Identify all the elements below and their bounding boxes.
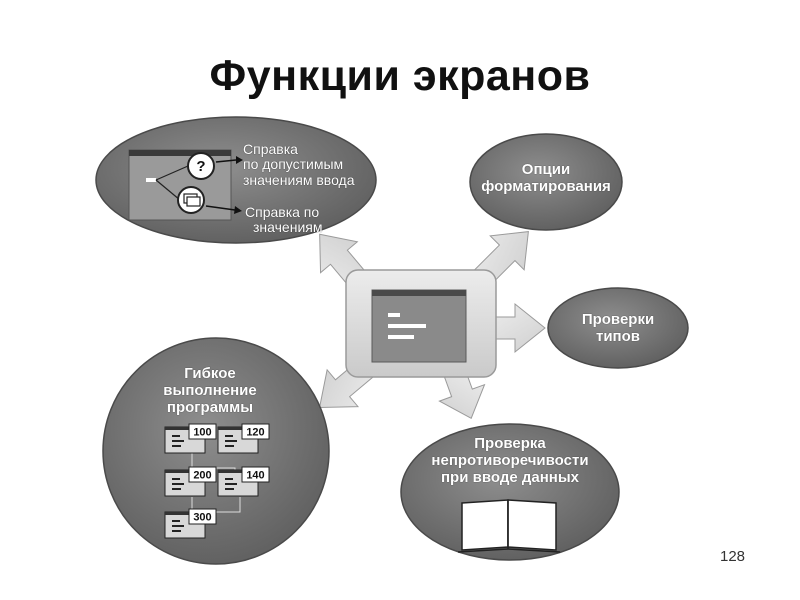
type-checks-bubble [547,287,689,369]
mini-screen-number: 120 [246,427,264,439]
format-options-label: Опции форматирования [470,161,622,196]
page-title: Функции экранов [209,52,591,100]
mini-screen-number: 300 [193,512,211,524]
type-checks-label: Проверки типов [548,311,688,346]
valid-values-help-line-1: Справка [243,141,298,157]
mini-screen-number: 140 [246,470,264,482]
consistency-check-line-3: при вводе данных [441,468,579,486]
svg-text:?: ? [196,158,205,175]
flexible-execution-line-3: программы [166,398,254,416]
mini-screen-100: 100 [164,423,217,454]
format-options-line-2: форматирования [481,177,611,195]
flexible-execution-label: Гибкое выполнение программы [130,365,290,416]
consistency-check-bubble [400,423,620,561]
mini-screen-200: 200 [164,466,217,497]
consistency-check-label: Проверка непротиворечивости при вводе да… [410,435,610,486]
mini-screens-group: 100 120 200 140 300 [164,423,270,539]
flexible-execution-bubble [102,337,330,565]
values-help-line-2: значениям [253,219,323,236]
mini-screen-number: 100 [193,427,211,439]
format-options-line-1: Опции [521,161,571,178]
question-icon [187,152,215,180]
center-screen [345,269,497,378]
consistency-check-line-2: непротиворечивости [431,451,589,469]
values-help-label: Справка по значениям [245,204,355,236]
help-screen-illustration: ? [128,149,243,221]
type-checks-line-2: типов [595,327,640,345]
flexible-execution-line-2: выполнение [163,381,257,399]
open-book-icon [457,499,561,553]
mini-screen-300: 300 [164,508,217,539]
valid-values-help-line-2: по допустимым [243,156,344,173]
valid-values-help-label: Справка по допустимым значениям ввода [243,141,383,188]
format-options-bubble [469,133,623,231]
values-help-line-1: Справка по [245,204,320,220]
page-number: 128 [720,548,746,565]
consistency-check-line-1: Проверка [474,435,546,452]
mini-screen-140: 140 [217,466,270,497]
valid-values-help-line-3: значениям ввода [243,171,355,188]
type-checks-line-1: Проверки [581,311,655,328]
flexible-execution-line-1: Гибкое [184,365,236,382]
mini-screen-number: 200 [193,470,211,482]
mini-screen-120: 120 [217,423,270,454]
